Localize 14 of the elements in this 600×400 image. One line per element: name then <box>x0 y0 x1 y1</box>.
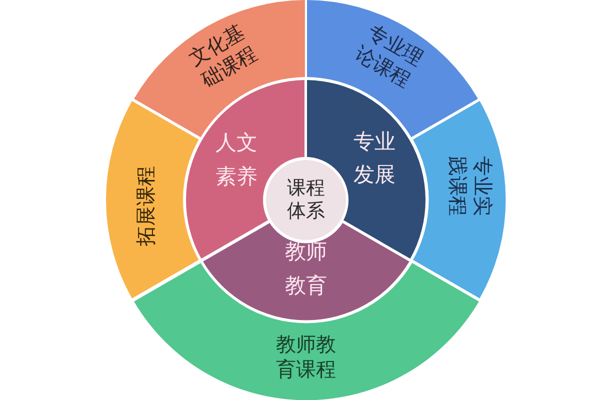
segment-label: 拓展课程 <box>134 166 159 246</box>
segment-label: 教师教育课程 <box>275 332 336 382</box>
segment-label: 文化基础课程 <box>184 19 262 94</box>
ring-segment <box>413 101 506 299</box>
ring-segment <box>202 222 410 320</box>
center-circle <box>266 160 346 240</box>
ring-segment <box>134 262 478 400</box>
segment-label: 人文素养 <box>215 129 258 190</box>
segment-label: 教师教育 <box>284 238 328 299</box>
center-label: 课程体系 <box>286 177 326 223</box>
segment-label: 专业发展 <box>353 128 396 189</box>
ring-segment <box>106 101 199 299</box>
segment-label: 专业实践课程 <box>445 155 496 216</box>
segment-label: 专业理论课程 <box>350 19 428 94</box>
